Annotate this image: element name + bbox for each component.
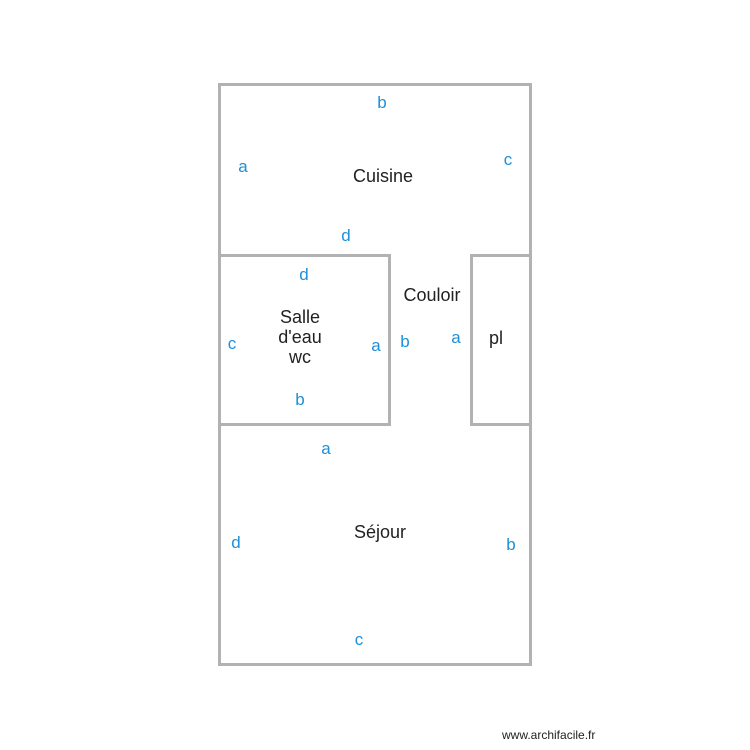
salle-deau-wall-tag-left: c [227,334,237,353]
cuisine-wall-tag-top: b [377,93,387,112]
sejour-wall-tag-right: b [506,535,516,554]
salle-deau-wall-tag-bottom: b [295,390,305,409]
cuisine-wall-tag-bottom: d [341,226,351,245]
sejour-wall-tag-bottom: c [354,630,364,649]
room-cuisine[interactable]: Cuisine [352,166,414,186]
room-placard[interactable]: pl [488,328,504,348]
salle-deau-wall-tag-right: a [371,336,381,355]
cuisine-bottom-wall-left [218,254,391,426]
sejour-wall-tag-top: a [321,439,331,458]
cuisine-wall-tag-right: c [503,150,513,169]
room-couloir[interactable]: Couloir [403,285,461,305]
room-salle-deau-wc[interactable]: Salle d'eau wc [278,307,322,367]
cuisine-wall-tag-left: a [238,157,248,176]
placard-wall [470,254,532,426]
couloir-wall-tag-left: b [400,332,410,351]
watermark: www.archifacile.fr [502,728,596,742]
couloir-wall-tag-right: a [451,328,461,347]
room-sejour[interactable]: Séjour [353,522,407,542]
sejour-wall-tag-left: d [231,533,241,552]
salle-deau-wall-tag-top: d [299,265,309,284]
